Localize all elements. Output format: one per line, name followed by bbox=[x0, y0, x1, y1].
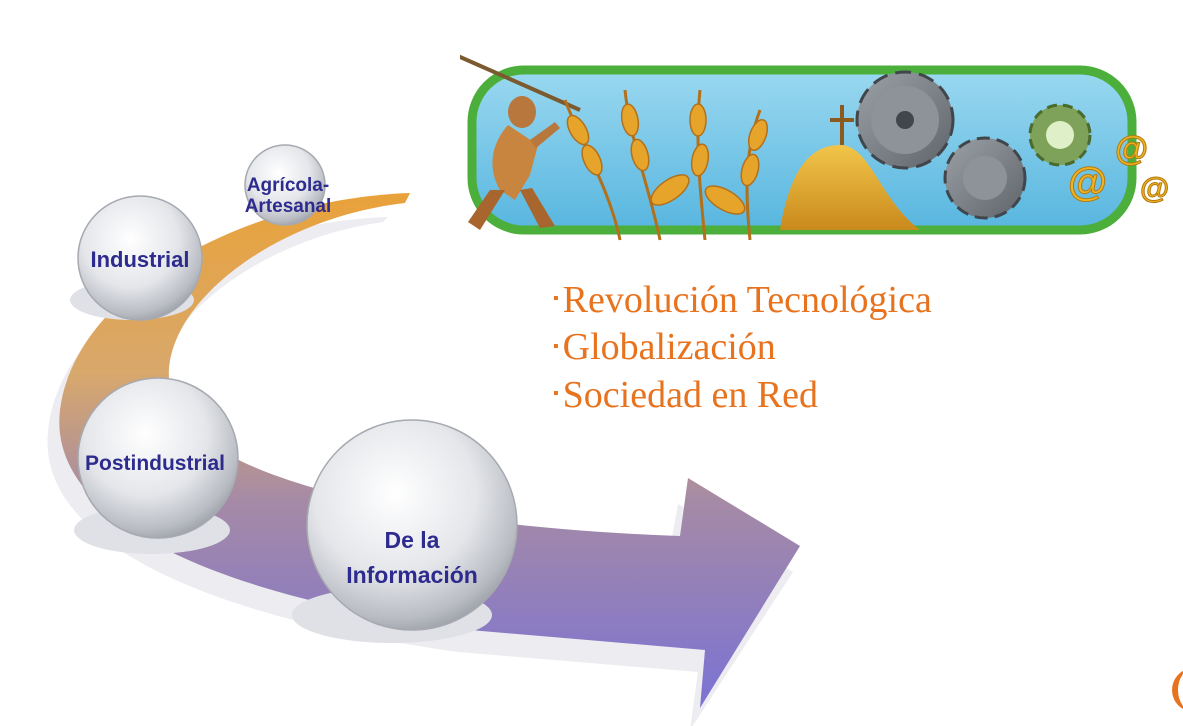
at-symbol-icon: @ bbox=[1115, 130, 1148, 168]
stage-label-agricola-line1: Agrícola- bbox=[246, 175, 330, 196]
stage-label-informacion: De la Información bbox=[312, 523, 512, 592]
stage-label-industrial: Industrial bbox=[90, 247, 190, 272]
at-symbol-icon: @ bbox=[1140, 172, 1169, 205]
bullet-marker-icon: ▪ bbox=[553, 337, 559, 355]
stage-label-informacion-line1: De la bbox=[384, 527, 440, 553]
stage-label-agricola: Agrícola- Artesanal bbox=[208, 175, 368, 218]
bullet-marker-icon: ▪ bbox=[553, 290, 559, 308]
sphere-industrial bbox=[77, 195, 203, 321]
gear-icon-large bbox=[855, 70, 955, 170]
spear-icon bbox=[460, 54, 581, 112]
stage-label-postindustrial: Postindustrial bbox=[84, 452, 226, 475]
list-item: ▪Globalización bbox=[553, 325, 932, 372]
sphere-agricola bbox=[244, 144, 326, 226]
sphere-informacion bbox=[306, 419, 518, 631]
caveman-icon bbox=[468, 96, 560, 230]
list-item-text: Sociedad en Red bbox=[562, 373, 819, 416]
list-item: ▪Sociedad en Red bbox=[553, 373, 932, 420]
edge-decoration bbox=[1172, 668, 1183, 712]
church-hill-icon bbox=[780, 105, 920, 230]
wheat-icon bbox=[563, 89, 769, 241]
list-item-text: Globalización bbox=[562, 326, 776, 369]
list-item-text: Revolución Tecnológica bbox=[562, 279, 932, 321]
characteristics-list: ▪Revolución Tecnológica ▪Globalización ▪… bbox=[553, 278, 932, 420]
list-item: ▪Revolución Tecnológica bbox=[553, 278, 932, 325]
sphere-postindustrial bbox=[77, 377, 239, 539]
gear-icon-small bbox=[1028, 103, 1092, 167]
at-symbol-icon: @ bbox=[1068, 160, 1107, 204]
bullet-marker-icon: ▪ bbox=[553, 384, 559, 402]
stage-label-agricola-line2: Artesanal bbox=[244, 195, 332, 217]
gear-icon-medium bbox=[943, 136, 1027, 220]
process-arrow bbox=[59, 193, 801, 708]
history-banner: @ @ @ bbox=[460, 54, 1170, 241]
stage-label-informacion-line2: Información bbox=[346, 561, 478, 588]
